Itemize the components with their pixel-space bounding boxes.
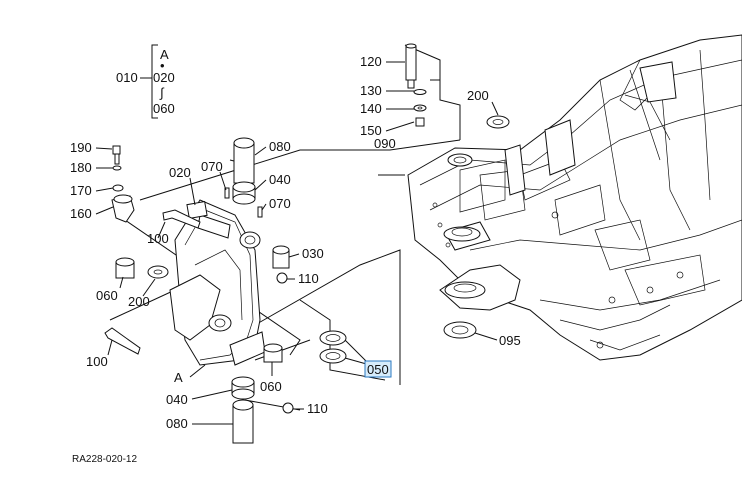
callout-180[interactable]: 180 [70,160,92,175]
callout-090[interactable]: 090 [374,136,396,151]
callout-020[interactable]: 020 [169,165,191,180]
callout-060-bottom[interactable]: 060 [260,379,282,394]
callout-190[interactable]: 190 [70,140,92,155]
callout-070-a[interactable]: 070 [201,159,223,174]
callout-120[interactable]: 120 [360,54,382,69]
callout-170[interactable]: 170 [70,183,92,198]
callouts: 120 130 140 150 090 200 190 180 170 160 … [70,54,521,431]
callout-080-bottom[interactable]: 080 [166,416,188,431]
figure-code: RA228-020-12 [72,454,137,465]
group-tilde: ∫ [159,85,165,100]
callout-060-left[interactable]: 060 [96,288,118,303]
callout-100-bottom[interactable]: 100 [86,354,108,369]
frame-chassis [407,34,742,361]
callout-080-top[interactable]: 080 [269,139,291,154]
callout-050-highlight [364,360,392,378]
callout-200-top[interactable]: 200 [467,88,489,103]
callout-070-b[interactable]: 070 [269,196,291,211]
callout-140[interactable]: 140 [360,101,382,116]
group-last-number: 060 [153,101,175,116]
callout-095[interactable]: 095 [499,333,521,348]
callout-160[interactable]: 160 [70,206,92,221]
callout-050-group[interactable]: 050 [364,360,392,378]
small-parts [104,43,510,444]
group-lead-number: 010 [116,70,138,85]
callout-110-bottom[interactable]: 110 [307,401,328,416]
callout-040-bottom[interactable]: 040 [166,392,188,407]
swing-bracket [169,199,266,366]
group-first-number: 020 [153,70,175,85]
callout-130[interactable]: 130 [360,83,382,98]
group-ref-a: A [160,47,169,62]
callout-200-left[interactable]: 200 [128,294,150,309]
group-bullet: • [160,58,165,73]
callout-150[interactable]: 150 [360,123,382,138]
group-block: A • 010 020 ∫ 060 [116,47,175,116]
callout-040-top[interactable]: 040 [269,172,291,187]
callout-110-top[interactable]: 110 [298,271,319,286]
leader-lines [95,44,499,425]
callout-050[interactable]: 050 [367,362,389,377]
callout-030[interactable]: 030 [302,246,324,261]
callout-a-ref: A [174,370,183,385]
callout-100-top[interactable]: 100 [147,231,169,246]
